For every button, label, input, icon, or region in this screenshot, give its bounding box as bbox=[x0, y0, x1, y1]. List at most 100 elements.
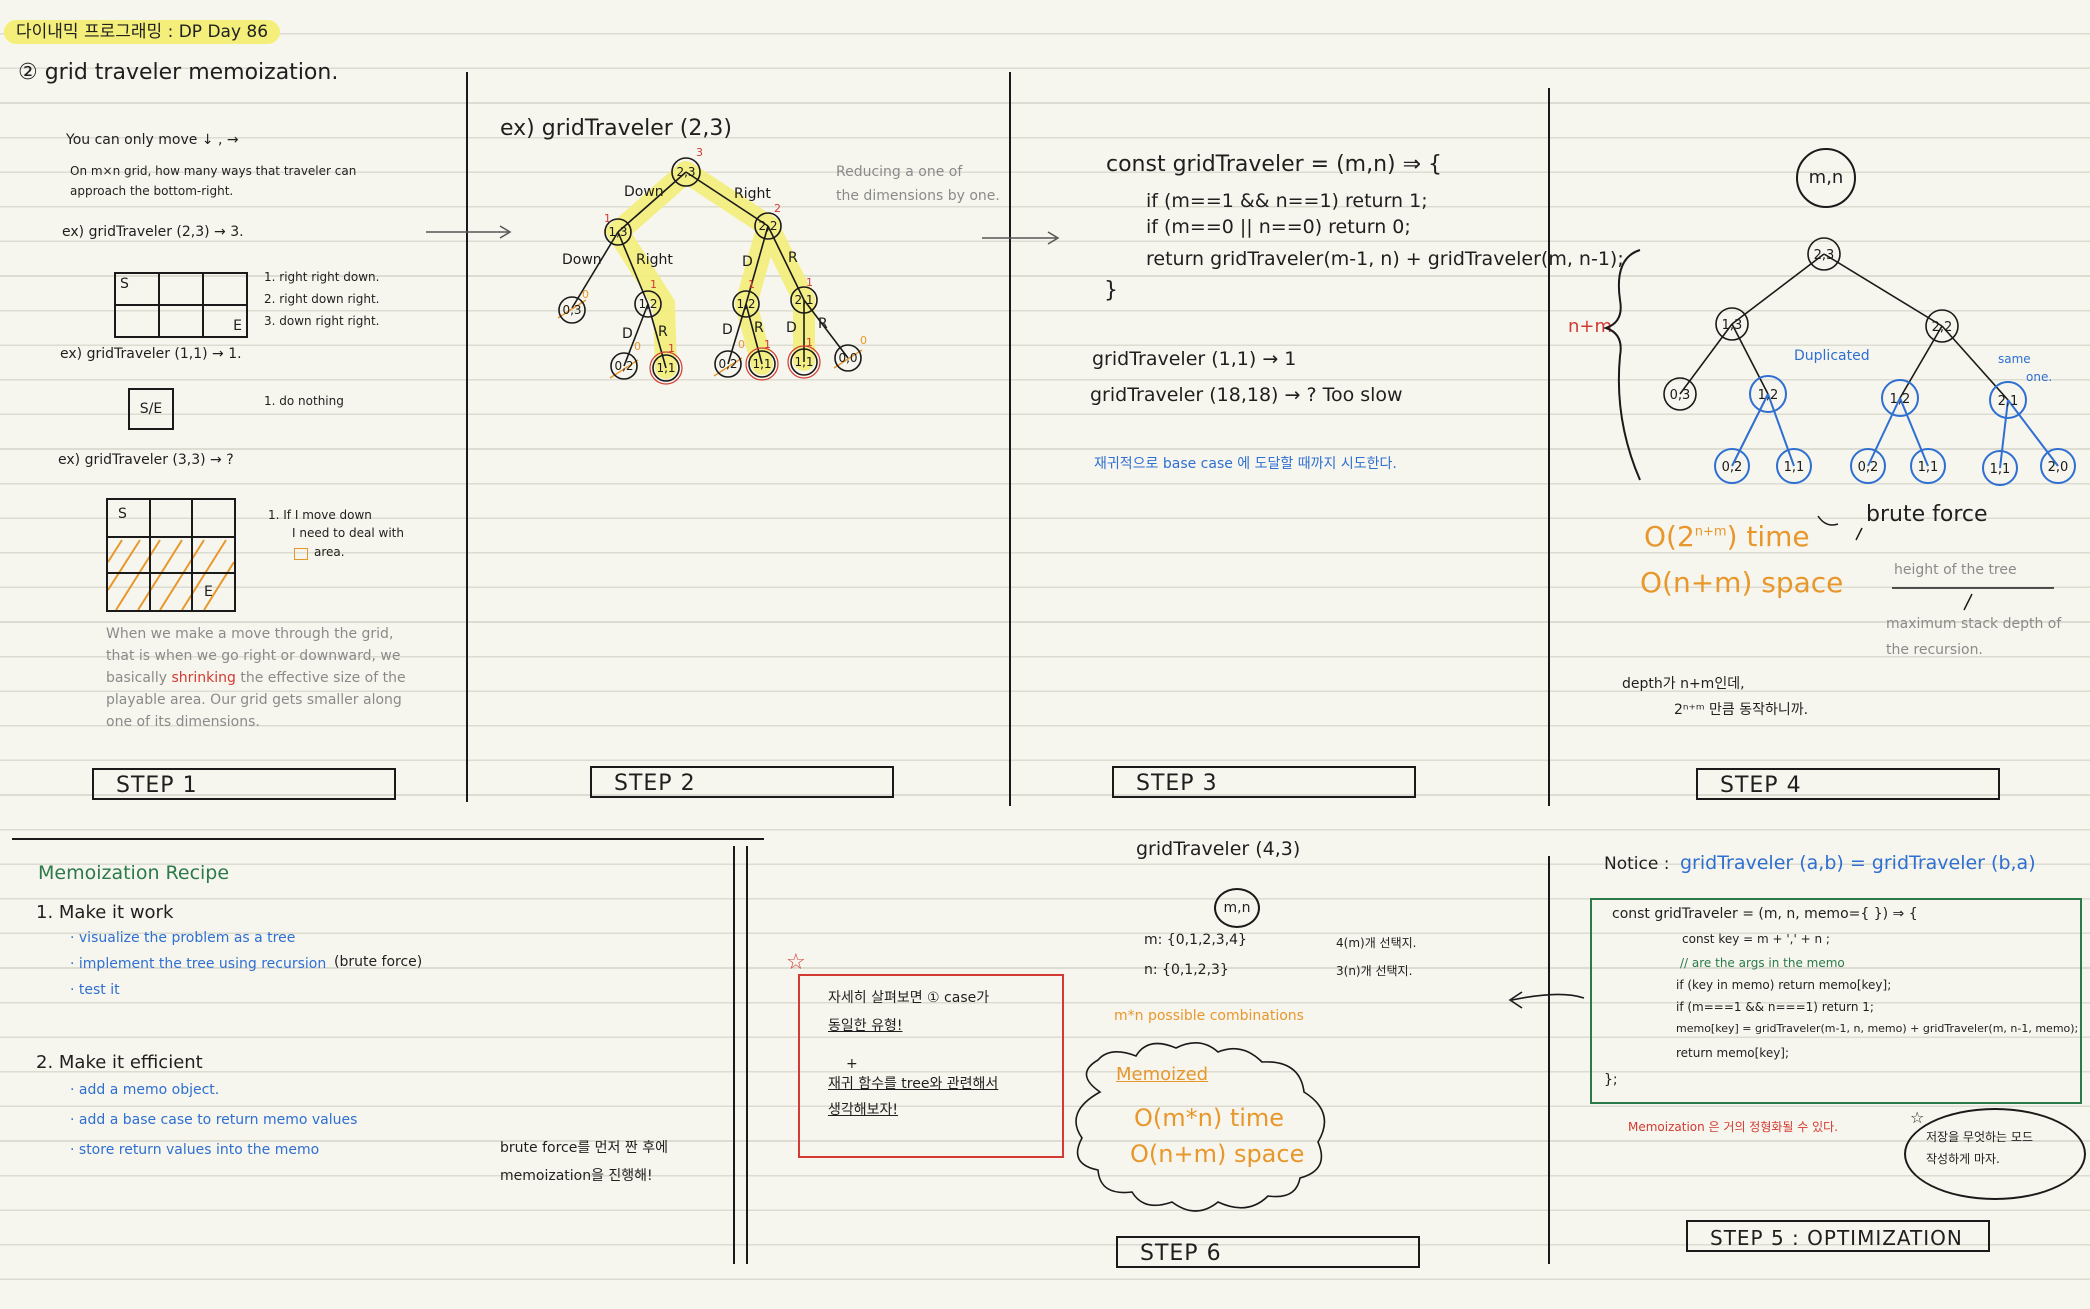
grid-cell-start: S bbox=[114, 272, 160, 306]
tree-node: 1,1 bbox=[1918, 460, 1939, 475]
edge-label: Right bbox=[636, 252, 673, 268]
paragraph-line: one of its dimensions. bbox=[106, 714, 260, 730]
arrow-right-icon bbox=[982, 231, 1060, 245]
rule-text: You can only move ↓ , → bbox=[66, 132, 239, 148]
tree-node: 2,2 bbox=[758, 219, 777, 233]
tree-node: 1,1 bbox=[752, 357, 771, 371]
grid-1x1: S/E bbox=[128, 388, 174, 430]
tree-node: 0,3 bbox=[1670, 388, 1691, 403]
space-complexity: O(n+m) space bbox=[1640, 566, 1844, 599]
note-bubble: 저장을 무엇하는 모드 작성하게 마자. bbox=[1904, 1108, 2086, 1200]
count-label: 1 bbox=[806, 276, 813, 289]
recipe-title: Memoization Recipe bbox=[38, 862, 230, 884]
tree-node: 2,0 bbox=[2048, 460, 2069, 475]
note-text: area. bbox=[314, 545, 345, 559]
step1-heading: ② grid traveler memoization. bbox=[18, 60, 339, 85]
cloud-memoized bbox=[1075, 1042, 1326, 1212]
paragraph-line: When we make a move through the grid, bbox=[106, 626, 394, 642]
tree-node: 2,1 bbox=[794, 293, 813, 307]
list-item: 3. down right right. bbox=[264, 314, 380, 328]
step-label: STEP 6 bbox=[1116, 1236, 1420, 1268]
tree-step2: 2,3 1,3 2,2 0,3 1,2 1,2 2,1 0,2 1,1 0,2 … bbox=[557, 146, 867, 385]
call-text: gridTraveler (18,18) → ? Too slow bbox=[1090, 384, 1403, 406]
note-text: depth가 n+m인데, bbox=[1622, 676, 1745, 692]
time-complexity: O(m*n) time bbox=[1134, 1104, 1285, 1132]
example-text: ex) gridTraveler (1,1) → 1. bbox=[60, 346, 242, 362]
notice-label: Notice : bbox=[1604, 854, 1670, 874]
tree-node: 0,0 bbox=[838, 351, 857, 365]
edge-label: Right bbox=[734, 186, 771, 202]
notice-equation: gridTraveler (a,b) = gridTraveler (b,a) bbox=[1680, 852, 2036, 874]
arrow-left-icon bbox=[1508, 991, 1585, 1009]
insight-text: 생각해보자! bbox=[828, 1102, 899, 1118]
code-line: // are the args in the memo bbox=[1680, 956, 1845, 970]
depth-label: n+m bbox=[1568, 316, 1613, 337]
code-line: memo[key] = gridTraveler(m-1, n, memo) +… bbox=[1676, 1022, 2079, 1035]
edge-label: R bbox=[788, 250, 798, 266]
korean-note: 재귀적으로 base case 에 도달할 때까지 시도한다. bbox=[1094, 456, 1397, 472]
rule-text: approach the bottom-right. bbox=[70, 184, 234, 198]
note-text: Memoization 은 거의 정형화될 수 있다. bbox=[1628, 1120, 1839, 1134]
tree-node: 1,1 bbox=[1990, 462, 2011, 477]
combos-text: m*n possible combinations bbox=[1114, 1008, 1304, 1024]
note-text: the dimensions by one. bbox=[836, 188, 1000, 204]
insight-text: 동일한 유형! bbox=[828, 1018, 903, 1034]
edge-label: R bbox=[818, 316, 828, 332]
star-icon: ☆ bbox=[1910, 1108, 1925, 1127]
list-item: 1. right right down. bbox=[264, 270, 380, 284]
step-label: STEP 3 bbox=[1112, 766, 1416, 798]
tree-node: 1,1 bbox=[1784, 460, 1805, 475]
step2-example: ex) gridTraveler (2,3) bbox=[500, 116, 732, 141]
paragraph-line: basically shrinking the effective size o… bbox=[106, 670, 406, 686]
tree-node: 1,2 bbox=[1890, 392, 1911, 407]
step-label: STEP 2 bbox=[590, 766, 894, 798]
tree-node: 1,1 bbox=[656, 361, 675, 375]
node-mn: m,n bbox=[1214, 888, 1260, 928]
hatch-swatch bbox=[294, 548, 308, 560]
recipe-item: · visualize the problem as a tree bbox=[70, 930, 296, 946]
example-text: ex) gridTraveler (3,3) → ? bbox=[58, 452, 234, 468]
divider bbox=[466, 72, 468, 802]
call-text: gridTraveler (1,1) → 1 bbox=[1092, 348, 1297, 370]
edge-label: D bbox=[786, 320, 797, 336]
code-line: const gridTraveler = (m, n, memo={ }) ⇒ … bbox=[1612, 906, 1918, 922]
set-note: 4(m)개 선택지. bbox=[1336, 936, 1417, 950]
note-text: 1. If I move down bbox=[268, 508, 372, 522]
grid-cell-end: E bbox=[202, 304, 248, 338]
note-text: height of the tree bbox=[1894, 562, 2017, 578]
note-text: the recursion. bbox=[1886, 642, 1983, 658]
count-label: 1 bbox=[668, 342, 675, 355]
count-label: 1 bbox=[604, 212, 611, 225]
tree-node: 1,3 bbox=[608, 225, 627, 239]
paragraph-line: playable area. Our grid gets smaller alo… bbox=[106, 692, 402, 708]
star-icon: ☆ bbox=[786, 950, 806, 975]
tree-node: 2,2 bbox=[1932, 320, 1953, 335]
tree-node: 2,1 bbox=[1998, 394, 2019, 409]
code-line: } bbox=[1104, 278, 1118, 303]
korean-note: brute force를 먼저 짠 후에 bbox=[500, 1140, 668, 1156]
recipe-item: · add a memo object. bbox=[70, 1082, 220, 1098]
edge-label: Down bbox=[624, 184, 664, 200]
edge-label: R bbox=[658, 324, 668, 340]
note-text: maximum stack depth of bbox=[1886, 616, 2062, 632]
tree-node: 0,2 bbox=[1722, 460, 1743, 475]
note-text: I need to deal with bbox=[292, 526, 404, 540]
edge-label: D bbox=[742, 254, 753, 270]
code-line: }; bbox=[1604, 1072, 1618, 1088]
edge-label: D bbox=[622, 326, 633, 342]
divider bbox=[12, 838, 764, 840]
step-label: STEP 4 bbox=[1696, 768, 2000, 800]
tree-node: 1,1 bbox=[794, 355, 813, 369]
list-item: 2. right down right. bbox=[264, 292, 380, 306]
example-text: ex) gridTraveler (2,3) → 3. bbox=[62, 224, 244, 240]
tree-node: 1,2 bbox=[638, 297, 657, 311]
code-line: const gridTraveler = (m,n) ⇒ { bbox=[1106, 152, 1443, 177]
note-text: same bbox=[1998, 352, 2031, 366]
count-label: 1 bbox=[650, 278, 657, 291]
count-label: 1 bbox=[764, 338, 771, 351]
count-label: 0 bbox=[860, 334, 867, 347]
arrow-right-icon bbox=[426, 225, 512, 239]
edge-label: D bbox=[722, 322, 733, 338]
note-text: Reducing a one of bbox=[836, 164, 963, 180]
tree-node: 0,3 bbox=[562, 303, 581, 317]
